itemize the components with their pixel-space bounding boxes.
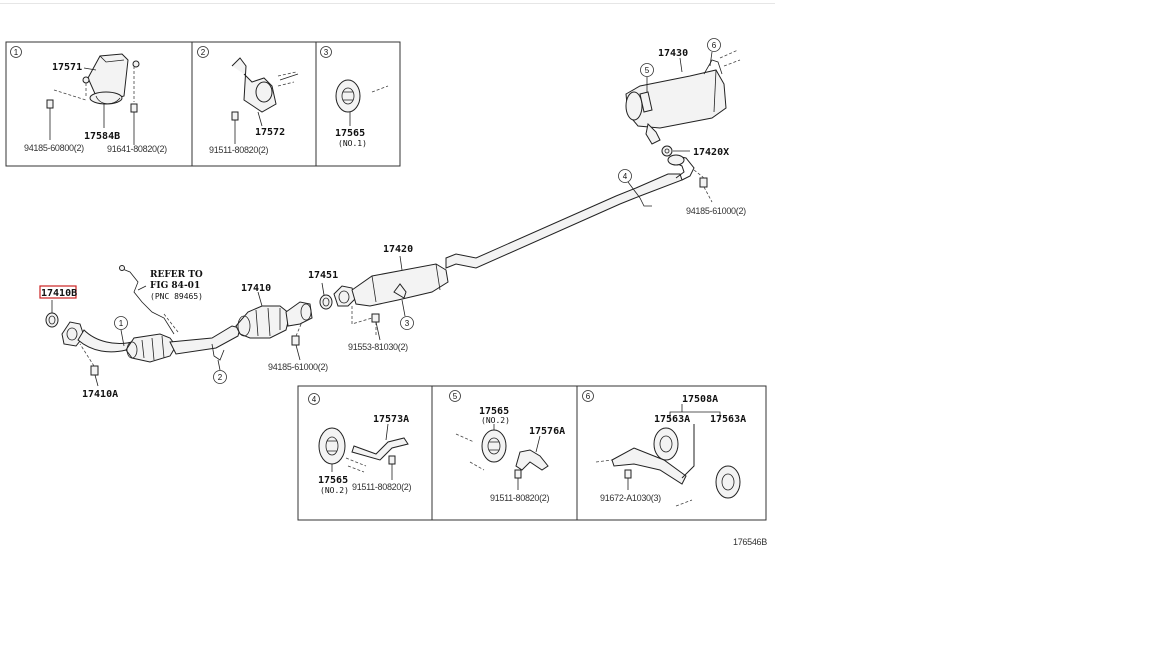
label-17563A-b: 17563A bbox=[710, 414, 746, 425]
muffler-17430: 5 6 bbox=[625, 38, 741, 157]
detail-4-number: 4 bbox=[312, 395, 317, 404]
label-94185-61000-right[interactable]: 94185-61000(2) bbox=[686, 206, 746, 216]
callout-5: 5 bbox=[645, 66, 650, 75]
label-17565-no2-a: 17565 bbox=[318, 475, 348, 486]
label-no2-b: (NO.2) bbox=[481, 416, 510, 425]
label-17576A: 17576A bbox=[529, 426, 565, 437]
callout-4: 4 bbox=[623, 172, 628, 181]
label-91553-81030[interactable]: 91553-81030(2) bbox=[348, 342, 408, 352]
callout-1: 1 bbox=[119, 319, 124, 328]
callout-2: 2 bbox=[218, 373, 223, 382]
label-17573A: 17573A bbox=[373, 414, 409, 425]
label-17410[interactable]: 17410 bbox=[241, 283, 271, 294]
callout-6: 6 bbox=[712, 41, 717, 50]
detail-box-1: 1 17571 17584B 94185-60800(2) 91641-8082… bbox=[5, 41, 193, 167]
label-17430[interactable]: 17430 bbox=[658, 48, 688, 59]
detail-5-number: 5 bbox=[453, 392, 458, 401]
label-94185-61000-left[interactable]: 94185-61000(2) bbox=[268, 362, 328, 372]
catalytic-converter-17410 bbox=[235, 282, 333, 361]
detail-box-3: 3 17565 (NO.1) bbox=[315, 41, 401, 167]
label-17410B[interactable]: 17410B bbox=[41, 288, 77, 299]
label-17451[interactable]: 17451 bbox=[308, 270, 338, 281]
label-no2-a: (NO.2) bbox=[320, 486, 349, 495]
refer-to-line3: (PNC 89465) bbox=[150, 292, 203, 301]
label-no1: (NO.1) bbox=[338, 139, 367, 148]
label-17565-no1: 17565 bbox=[335, 128, 365, 139]
refer-to-line2: FIG 84-01 bbox=[150, 281, 200, 291]
diagram-code: 176546B bbox=[733, 537, 767, 547]
detail-1-number: 1 bbox=[14, 48, 19, 57]
detail-2-number: 2 bbox=[201, 48, 206, 57]
detail-3-number: 3 bbox=[324, 48, 329, 57]
label-94185-60800: 94185-60800(2) bbox=[24, 143, 84, 153]
label-17410A[interactable]: 17410A bbox=[82, 389, 118, 400]
callout-3: 3 bbox=[405, 319, 410, 328]
label-17420[interactable]: 17420 bbox=[383, 244, 413, 255]
label-17571: 17571 bbox=[52, 62, 82, 73]
detail-box-4: 4 17573A 17565 (NO.2) 91511-80820(2) bbox=[297, 385, 433, 521]
front-pipe-assembly: 2 1 bbox=[45, 265, 241, 387]
detail-box-6: 6 17508A 17563A 17563A 91672-A1030(3) bbox=[576, 385, 767, 521]
label-17420X[interactable]: 17420X bbox=[693, 147, 729, 158]
label-17584B: 17584B bbox=[84, 131, 120, 142]
label-17508A: 17508A bbox=[682, 394, 718, 405]
label-17565-no2-b: 17565 bbox=[479, 406, 509, 417]
label-91511-80820-c: 91511-80820(2) bbox=[490, 493, 549, 503]
label-17563A-a: 17563A bbox=[654, 414, 690, 425]
detail-6-number: 6 bbox=[586, 392, 591, 401]
label-17572: 17572 bbox=[255, 127, 285, 138]
detail-box-5: 5 17565 (NO.2) 17576A 91511-80820(2) bbox=[431, 385, 578, 521]
refer-to-line1: REFER TO bbox=[150, 270, 203, 280]
label-91672-A1030: 91672-A1030(3) bbox=[600, 493, 661, 503]
label-91511-80820-b: 91511-80820(2) bbox=[352, 482, 411, 492]
detail-box-2: 2 17572 91511-80820(2) bbox=[191, 41, 317, 167]
label-91511-80820-a: 91511-80820(2) bbox=[209, 145, 268, 155]
main-labels: 17410B 17410A 17410 17451 17420 17430 17… bbox=[39, 48, 746, 400]
label-91641-80820: 91641-80820(2) bbox=[107, 144, 167, 154]
center-pipe-17420: 4 3 bbox=[333, 154, 713, 341]
top-divider-line bbox=[0, 3, 775, 4]
highlight-17410B-box bbox=[39, 285, 77, 299]
